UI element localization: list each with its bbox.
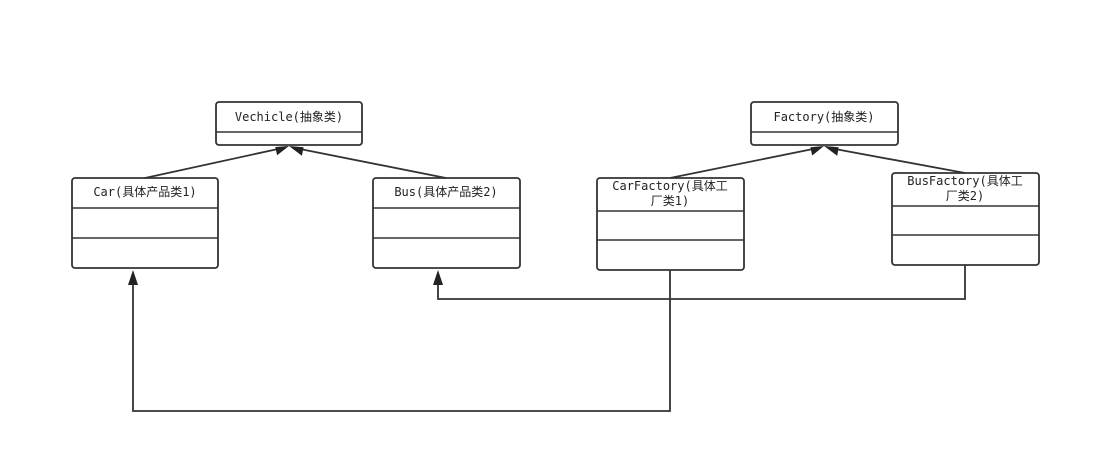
generalization-line <box>299 148 447 179</box>
edge-car-factory-to-factory <box>669 146 824 179</box>
generalization-line <box>144 148 279 179</box>
class-car[interactable]: Car(具体产品类1) <box>71 177 219 269</box>
dependency-line <box>437 265 966 300</box>
class-factory-title: Factory(抽象类) <box>773 110 874 124</box>
class-vehicle[interactable]: Vechicle(抽象类) <box>215 101 363 146</box>
class-bus-box <box>372 177 521 269</box>
class-factory[interactable]: Factory(抽象类) <box>750 101 899 146</box>
arrowhead-icon <box>810 146 824 156</box>
edge-car-to-vehicle <box>144 146 289 179</box>
class-bus[interactable]: Bus(具体产品类2) <box>372 177 521 269</box>
class-bus-factory[interactable]: BusFactory(具体工 厂类2) <box>891 172 1040 266</box>
class-bus-factory-title-line-1: BusFactory(具体工 <box>907 174 1022 188</box>
class-bus-factory-title-line-2: 厂类2) <box>946 189 984 203</box>
class-car-factory[interactable]: CarFactory(具体工 厂类1) <box>596 177 745 271</box>
class-bus-title: Bus(具体产品类2) <box>394 185 497 199</box>
class-factory-box <box>750 101 899 146</box>
edge-bus-factory-to-factory <box>824 146 966 174</box>
edge-bus-to-vehicle <box>289 146 447 179</box>
generalization-line <box>834 148 966 174</box>
arrowhead-icon <box>275 146 289 156</box>
arrowhead-icon <box>289 146 304 156</box>
class-car-factory-title-line-1: CarFactory(具体工 <box>612 179 727 193</box>
class-vehicle-box <box>215 101 363 146</box>
class-car-title: Car(具体产品类1) <box>93 185 196 199</box>
arrowhead-icon <box>128 270 138 285</box>
generalization-line <box>669 148 814 179</box>
edge-car-factory-to-car <box>128 270 671 412</box>
class-car-factory-title-line-2: 厂类1) <box>651 194 689 208</box>
arrowhead-icon <box>433 270 443 285</box>
dependency-line <box>132 270 671 412</box>
arrowhead-icon <box>824 146 839 156</box>
class-vehicle-title: Vechicle(抽象类) <box>235 110 343 124</box>
edge-bus-factory-to-bus <box>433 265 966 300</box>
